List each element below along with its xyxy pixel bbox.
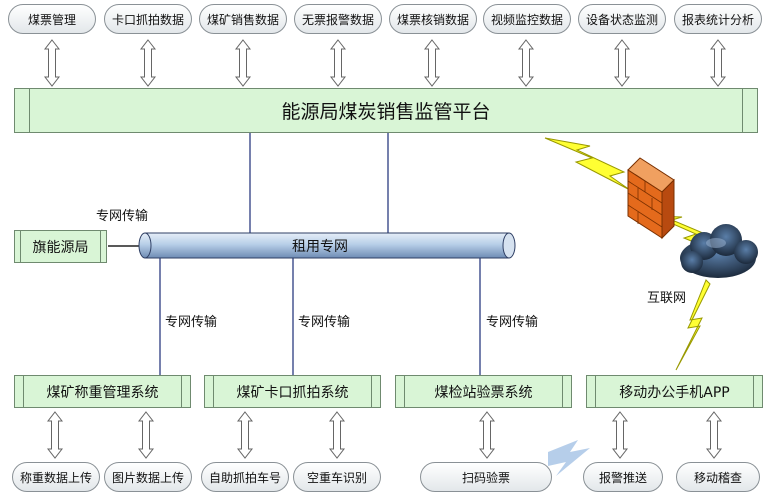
bureau-box: 旗能源局 (14, 230, 107, 263)
network-lines (108, 133, 481, 375)
service-scan-ticket[interactable]: 扫码验票 (420, 462, 552, 492)
weigh-link-label: 专网传输 (165, 315, 218, 330)
watermark-logo (548, 440, 590, 476)
system-ticket-inspection: 煤检站验票系统 (395, 375, 572, 408)
platform-bar: 能源局煤炭销售监管平台 (14, 88, 758, 133)
service-report-statistics[interactable]: 报表统计分析 (674, 4, 762, 34)
system-weighing: 煤矿称重管理系统 (14, 375, 191, 408)
service-empty-load-recognition[interactable]: 空重车识别 (293, 462, 381, 492)
service-device-status[interactable]: 设备状态监测 (578, 4, 666, 34)
service-coal-sales-data[interactable]: 煤矿销售数据 (199, 4, 287, 34)
service-weigh-upload[interactable]: 称重数据上传 (12, 462, 100, 492)
service-self-capture-plate[interactable]: 自助抓拍车号 (201, 462, 289, 492)
system-mobile-app: 移动办公手机APP (586, 375, 763, 408)
top-arrows (44, 39, 726, 87)
rented-network-pipe (138, 232, 516, 259)
service-coal-ticket[interactable]: 煤票管理 (8, 4, 96, 34)
service-alarm-push[interactable]: 报警推送 (583, 462, 663, 492)
service-no-ticket-alarm[interactable]: 无票报警数据 (294, 4, 382, 34)
firewall-icon (627, 157, 675, 240)
service-ticket-verification[interactable]: 煤票核销数据 (389, 4, 477, 34)
bureau-link-label: 专网传输 (96, 209, 149, 224)
service-checkpoint-data[interactable]: 卡口抓拍数据 (104, 4, 192, 34)
bottom-arrows (47, 411, 722, 459)
service-image-upload[interactable]: 图片数据上传 (104, 462, 192, 492)
service-video-monitoring[interactable]: 视频监控数据 (483, 4, 571, 34)
system-checkpoint-capture: 煤矿卡口抓拍系统 (204, 375, 381, 408)
internet-cloud-icon (680, 224, 758, 278)
pipe-label: 租用专网 (292, 239, 348, 255)
platform-title: 能源局煤炭销售监管平台 (281, 101, 491, 123)
checkpoint-link-label: 专网传输 (298, 315, 351, 330)
ticket-link-label: 专网传输 (486, 315, 539, 330)
service-mobile-inspection[interactable]: 移动稽查 (676, 462, 760, 492)
internet-label: 互联网 (647, 291, 687, 306)
